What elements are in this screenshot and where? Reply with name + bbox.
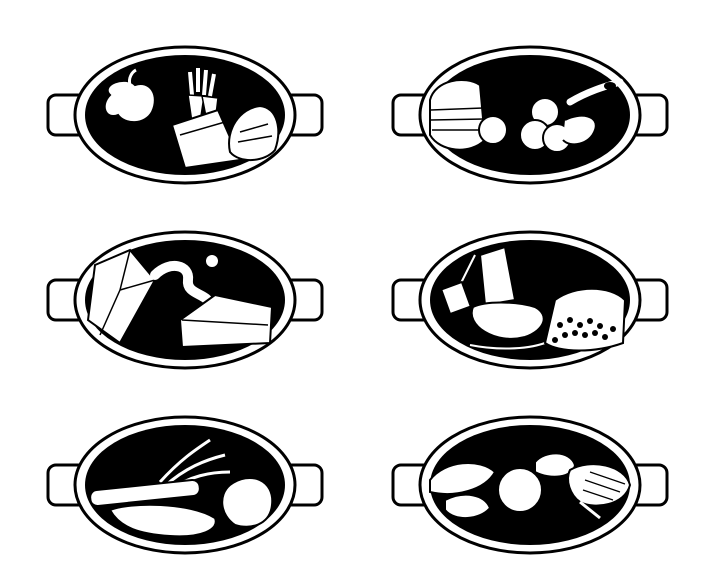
bread-slice-icon — [108, 503, 217, 538]
rolling-pin-icon — [89, 478, 201, 508]
tea-bag-icon — [439, 254, 476, 316]
layer-cake-icon — [429, 79, 487, 151]
bread-loaf-icon — [228, 104, 280, 161]
jar-of-beans-icon — [543, 287, 627, 352]
apple-icon — [103, 68, 156, 124]
ham-leg-icon — [567, 463, 632, 520]
tray-grains — [46, 415, 324, 555]
milk-carton-icon — [86, 248, 157, 345]
tray-proteins — [391, 415, 669, 555]
dough-ball-icon — [221, 476, 274, 528]
paper-bag-icon — [170, 108, 242, 170]
frying-pan-icon — [562, 78, 624, 146]
tray-dairy — [46, 230, 324, 370]
tray-sweets — [391, 45, 669, 185]
cheese-block-icon — [178, 293, 274, 349]
fish-icon — [429, 461, 497, 519]
sausage-icon — [534, 452, 577, 478]
teapot-icon — [469, 245, 546, 350]
tray-produce — [46, 45, 324, 185]
tray-beverages — [391, 230, 669, 370]
cookie-icon — [478, 115, 508, 145]
milk-pour-icon — [150, 255, 218, 310]
onion-icon — [497, 467, 543, 513]
